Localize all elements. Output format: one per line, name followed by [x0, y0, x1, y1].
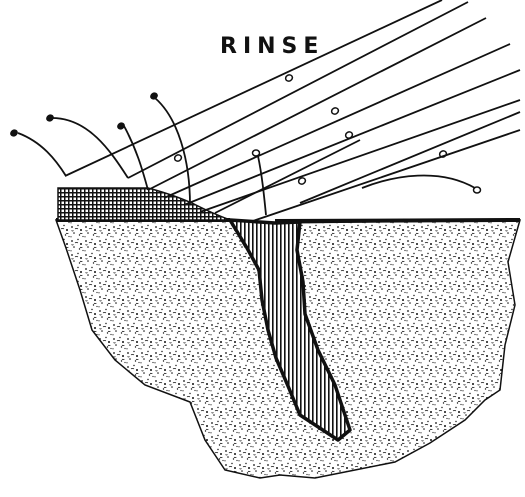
surface-penetrant: [58, 188, 230, 220]
droplet: [253, 150, 260, 156]
droplet: [116, 121, 126, 131]
droplet: [284, 74, 293, 83]
droplet: [45, 113, 55, 123]
droplet: [474, 187, 481, 193]
droplet: [9, 128, 19, 138]
droplet: [173, 154, 182, 163]
droplet: [330, 107, 339, 116]
